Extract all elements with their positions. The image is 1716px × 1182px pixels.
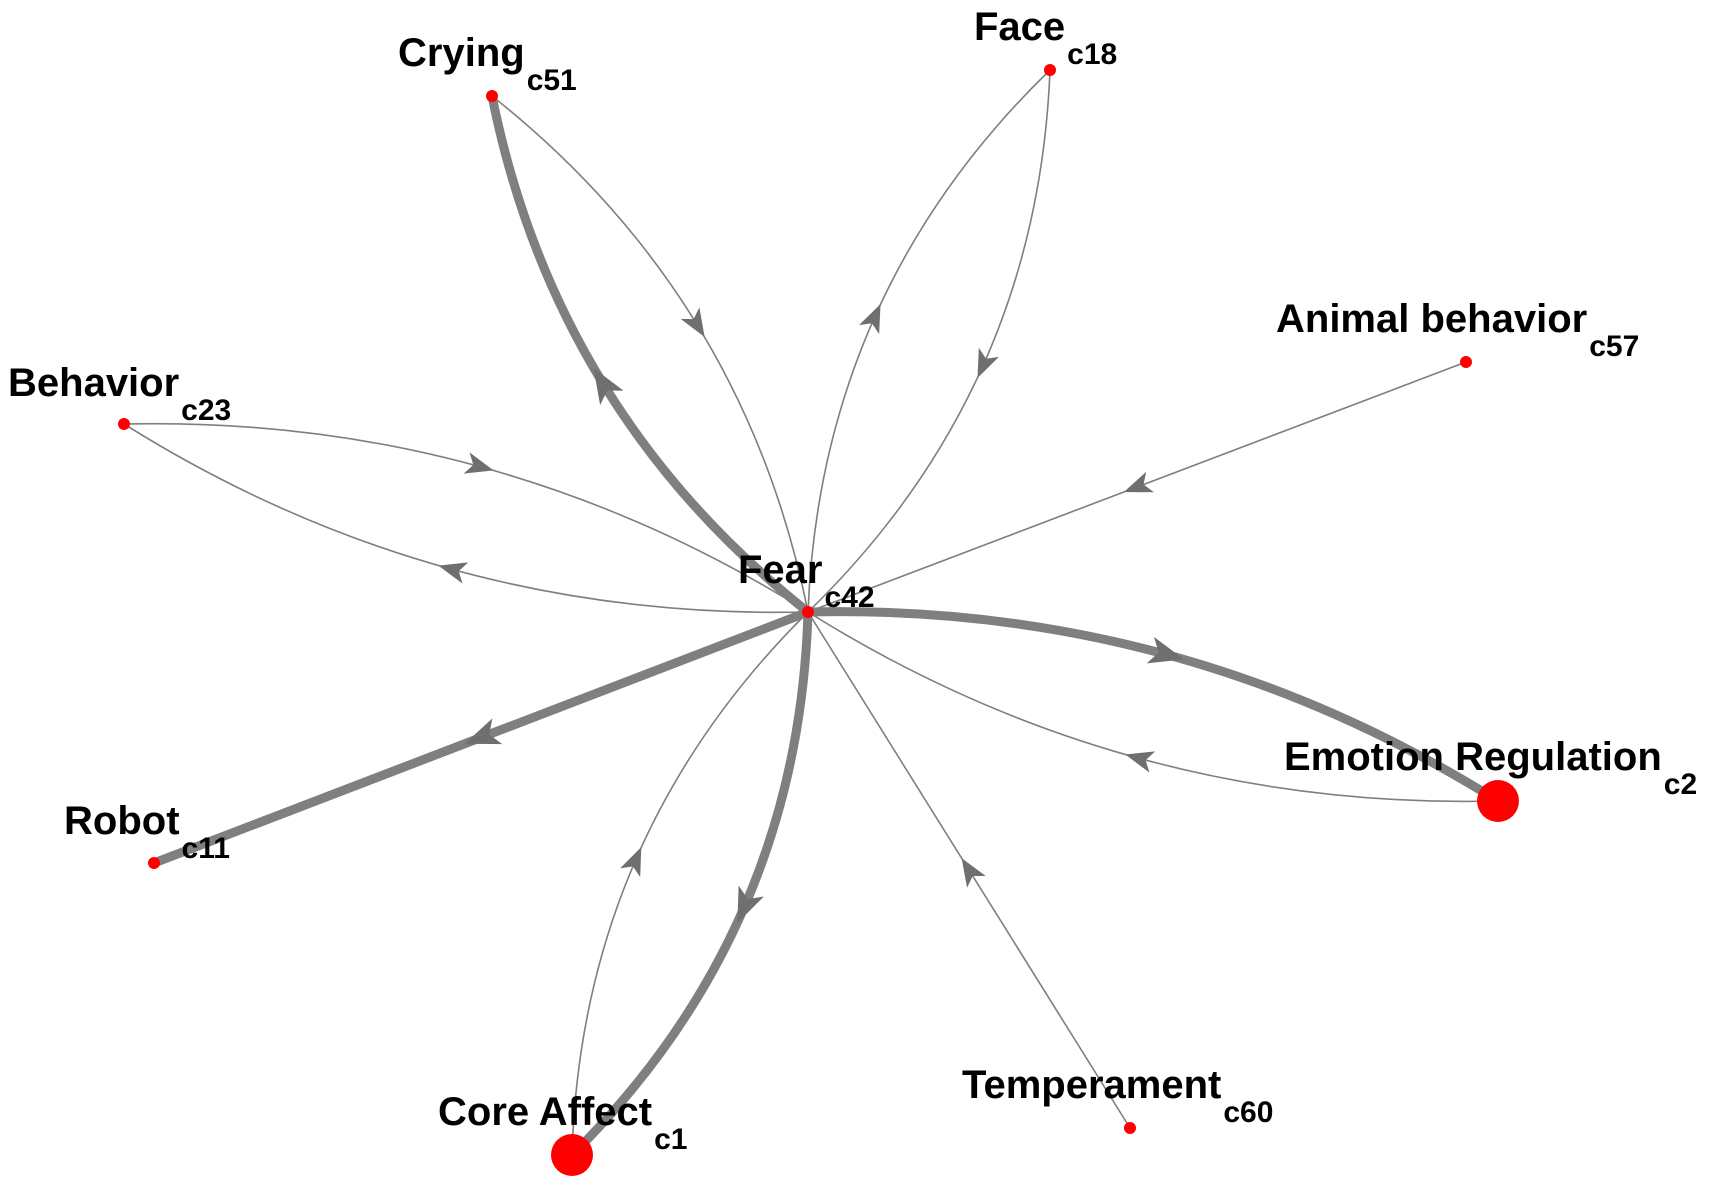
node-label-text-c60: Temperament xyxy=(962,1063,1221,1107)
edge-c18-to-c42 xyxy=(807,69,1051,613)
node-c60[interactable] xyxy=(1124,1122,1136,1134)
arrowhead-c60-to-c42 xyxy=(961,858,986,888)
node-label-c57: Animal behaviorc57 xyxy=(1276,297,1639,363)
node-label-subscript-c18: c18 xyxy=(1067,38,1117,71)
node-c18[interactable] xyxy=(1044,64,1056,76)
arrowhead-c42-to-c2 xyxy=(1146,636,1185,664)
node-c42[interactable] xyxy=(802,606,814,618)
arrowhead-c23-to-c42 xyxy=(463,452,494,474)
node-label-subscript-c57: c57 xyxy=(1589,330,1639,363)
node-label-subscript-c1: c1 xyxy=(654,1123,687,1156)
node-label-c60: Temperamentc60 xyxy=(962,1063,1273,1129)
arrowhead-c42-to-c18 xyxy=(859,304,881,335)
arrowhead-c57-to-c42 xyxy=(1123,471,1154,493)
arrowhead-c42-to-c51 xyxy=(593,368,624,406)
nodes-layer xyxy=(118,64,1519,1176)
node-label-subscript-c2: c2 xyxy=(1664,768,1697,801)
arrowhead-c42-to-c1 xyxy=(737,885,764,924)
node-c2[interactable] xyxy=(1477,780,1519,822)
node-label-text-c1: Core Affect xyxy=(438,1090,652,1134)
node-label-text-c42: Fear xyxy=(738,548,823,592)
arrowhead-c42-to-c23 xyxy=(438,562,469,584)
node-label-c2: Emotion Regulationc2 xyxy=(1284,735,1697,801)
edge-c42-to-c18 xyxy=(807,69,1051,613)
node-label-c23: Behaviorc23 xyxy=(8,361,231,427)
node-label-c11: Robotc11 xyxy=(64,799,230,865)
arrowhead-c1-to-c42 xyxy=(620,847,642,878)
node-label-subscript-c51: c51 xyxy=(527,64,577,97)
node-label-text-c51: Crying xyxy=(398,31,525,75)
arrowhead-c51-to-c42 xyxy=(680,307,705,337)
node-label-c42: Fearc42 xyxy=(738,548,875,614)
node-c11[interactable] xyxy=(148,857,160,869)
node-label-c18: Facec18 xyxy=(974,5,1117,71)
node-label-text-c11: Robot xyxy=(64,799,180,843)
node-label-text-c57: Animal behavior xyxy=(1276,297,1587,341)
edge-c51-to-c42 xyxy=(491,95,809,613)
edges-layer xyxy=(123,69,1501,1159)
node-label-text-c2: Emotion Regulation xyxy=(1284,735,1662,779)
node-label-text-c23: Behavior xyxy=(8,361,179,405)
node-c23[interactable] xyxy=(118,418,130,430)
node-c51[interactable] xyxy=(486,90,498,102)
node-label-subscript-c11: c11 xyxy=(182,832,230,865)
node-label-c51: Cryingc51 xyxy=(398,31,577,97)
node-c57[interactable] xyxy=(1460,356,1472,368)
arrowhead-c18-to-c42 xyxy=(977,347,999,378)
node-label-c1: Core Affectc1 xyxy=(438,1090,687,1156)
node-label-subscript-c23: c23 xyxy=(181,394,231,427)
node-c1[interactable] xyxy=(551,1134,593,1176)
arrowhead-c42-to-c11 xyxy=(464,718,503,745)
node-label-text-c18: Face xyxy=(974,5,1065,49)
node-label-subscript-c42: c42 xyxy=(825,581,875,614)
edge-c42-to-c51 xyxy=(487,95,811,616)
node-label-subscript-c60: c60 xyxy=(1223,1096,1273,1129)
arrowhead-c2-to-c42 xyxy=(1125,751,1156,773)
